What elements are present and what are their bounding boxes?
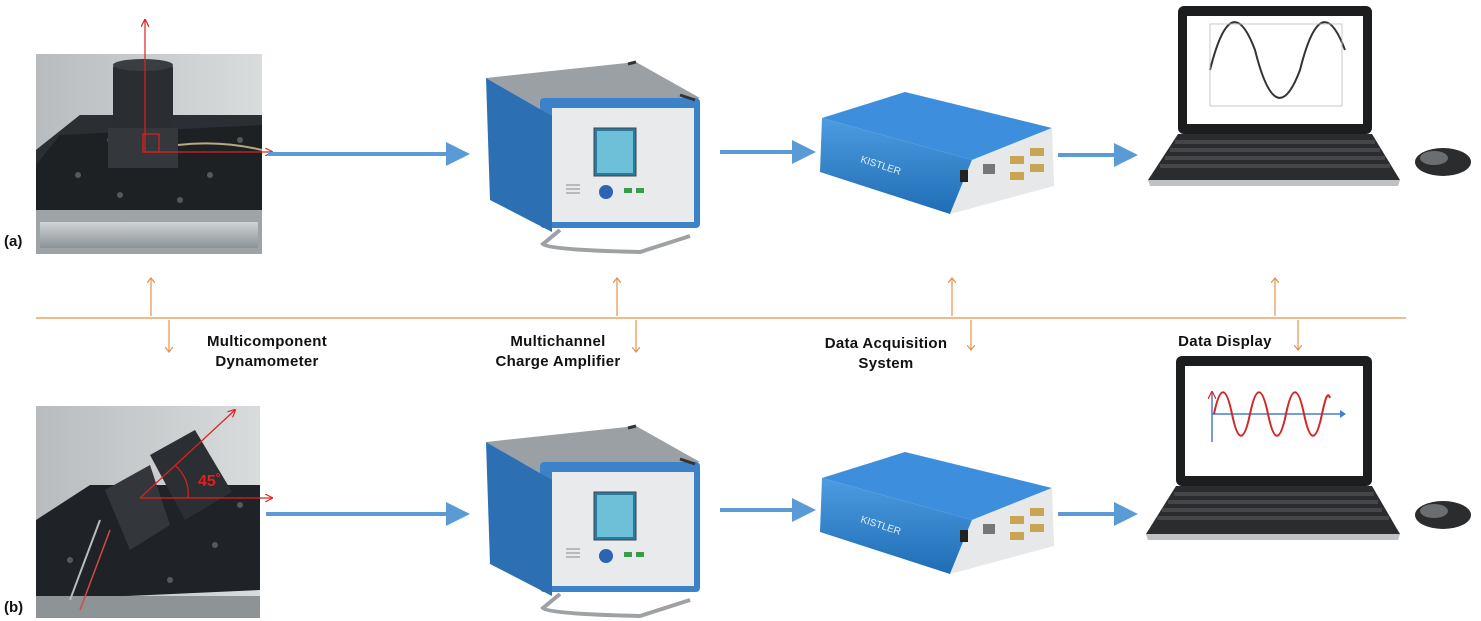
daq-system-a: KISTLER bbox=[820, 92, 1054, 214]
down-arrows bbox=[169, 320, 1298, 352]
stage-label-daq-line2: System bbox=[858, 355, 914, 372]
stage-label-amplifier-line1: Multichannel bbox=[510, 333, 606, 350]
stage-label-daq-line1: Data Acquisition bbox=[824, 335, 948, 352]
sine-signal-b bbox=[1213, 391, 1331, 437]
force-axes-a bbox=[143, 20, 272, 152]
charge-amplifier-b bbox=[486, 424, 700, 619]
stage-label-display: Data Display bbox=[1160, 332, 1290, 352]
stage-label-dynamometer-line1: Multicomponent bbox=[206, 333, 328, 350]
up-arrows bbox=[151, 278, 1275, 316]
force-axes-b bbox=[139, 410, 272, 498]
stage-label-dynamometer-line2: Dynamometer bbox=[215, 353, 319, 370]
stage-label-dynamometer: Multicomponent Dynamometer bbox=[182, 332, 352, 372]
charge-amplifier-a bbox=[486, 60, 700, 255]
stage-label-amplifier: Multichannel Charge Amplifier bbox=[476, 332, 640, 372]
panel-tag-a: (a) bbox=[4, 233, 22, 250]
dynamometer-photo-b bbox=[36, 406, 260, 618]
sine-signal-a bbox=[1209, 21, 1346, 99]
dynamometer-photo-a bbox=[36, 54, 263, 254]
stage-label-amplifier-line2: Charge Amplifier bbox=[495, 353, 621, 370]
angle-label-b: 45˚ bbox=[198, 473, 221, 490]
panel-tag-b: (b) bbox=[4, 599, 23, 616]
stage-label-daq: Data Acquisition System bbox=[806, 334, 966, 374]
laptop-b bbox=[1146, 356, 1400, 540]
daq-system-b: KISTLER bbox=[820, 452, 1054, 574]
mouse-b bbox=[1415, 501, 1471, 529]
laptop-a bbox=[1148, 6, 1400, 186]
stage-label-display-line1: Data Display bbox=[1178, 333, 1272, 350]
mouse-a bbox=[1415, 148, 1471, 176]
